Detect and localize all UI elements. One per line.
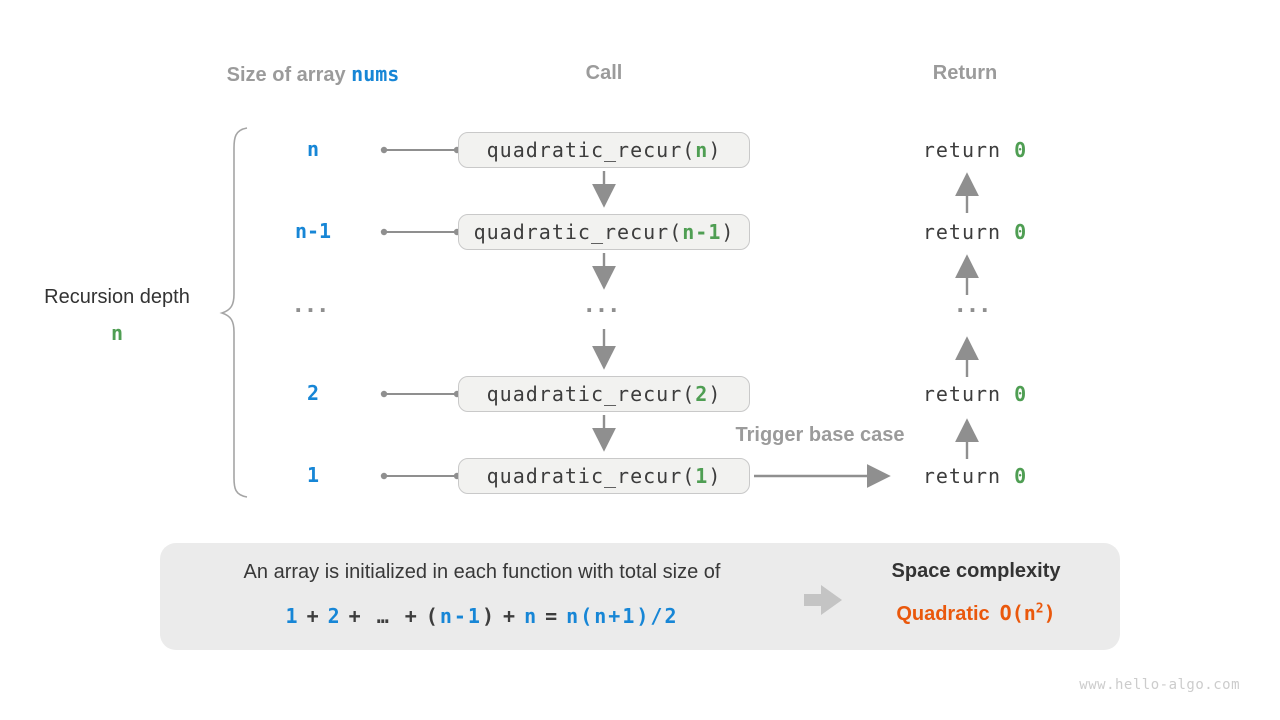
trigger-base-case-label: Trigger base case [735, 424, 905, 446]
column-header-return: Return [932, 62, 998, 84]
formula-term: n-1 [439, 604, 482, 628]
big-o-pre: O(n [999, 601, 1036, 625]
big-o-notation: O(n2) [1000, 601, 1056, 625]
column-header-size: Size of array nums [193, 62, 433, 87]
call-code: quadratic_recur(n-1) [474, 220, 735, 244]
call-close: ) [721, 220, 735, 244]
call-prefix: quadratic_recur( [486, 464, 696, 488]
size-header-text: Size of array [226, 64, 352, 86]
space-complexity-title: Space complexity [891, 560, 1061, 582]
return-keyword: return [922, 220, 1015, 244]
ellipsis-return: ... [956, 288, 994, 318]
complexity-word: Quadratic [896, 603, 990, 625]
return-keyword: return [922, 464, 1015, 488]
formula-equals: = [545, 604, 560, 628]
summary-formula: 1+2+…+(n-1)+n=n(n+1)/2 [162, 604, 802, 629]
formula-operator: + [503, 604, 518, 628]
call-code: quadratic_recur(2) [487, 382, 722, 406]
formula-paren: ( [425, 604, 440, 628]
formula-operator: + [404, 604, 419, 628]
ellipsis-size: ... [294, 288, 332, 318]
call-arg: n [695, 138, 709, 162]
call-close: ) [708, 464, 722, 488]
summary-panel: An array is initialized in each function… [160, 543, 1120, 650]
size-label-2: 2 [306, 381, 320, 405]
space-complexity-value: Quadratic O(n2) [836, 601, 1116, 626]
watermark: www.hello-algo.com [1079, 677, 1240, 693]
recursion-depth-text: Recursion depth [44, 286, 190, 308]
call-close: ) [708, 138, 722, 162]
call-code: quadratic_recur(n) [487, 138, 722, 162]
summary-text: An array is initialized in each function… [243, 561, 721, 583]
recursion-depth-n: n [110, 321, 124, 345]
size-label-1: 1 [306, 463, 320, 487]
return-statement: return 0 [880, 138, 1070, 162]
size-label-n-1: n-1 [294, 219, 332, 243]
size-label-n: n [306, 137, 320, 161]
column-header-call: Call [585, 62, 623, 84]
call-box-1: quadratic_recur(1) [458, 458, 750, 494]
call-prefix: quadratic_recur( [486, 382, 696, 406]
return-value: 0 [1014, 382, 1028, 406]
return-keyword: return [922, 382, 1015, 406]
return-value: 0 [1014, 220, 1028, 244]
formula-operator: + [306, 604, 321, 628]
return-statement: return 0 [880, 220, 1070, 244]
call-arg: n-1 [682, 220, 722, 244]
return-statement: return 0 [880, 464, 1070, 488]
formula-operator: + [348, 604, 363, 628]
return-statement: return 0 [880, 382, 1070, 406]
call-prefix: quadratic_recur( [486, 138, 696, 162]
return-value: 0 [1014, 138, 1028, 162]
nums-code-label: nums [351, 62, 400, 86]
recursion-depth-label: Recursion depth n [12, 279, 222, 351]
ellipsis-call: ... [585, 288, 623, 318]
formula-term: 2 [327, 604, 342, 628]
formula-ellipsis: … [376, 604, 391, 628]
call-box-2: quadratic_recur(2) [458, 376, 750, 412]
return-value: 0 [1014, 464, 1028, 488]
formula-term: n [524, 604, 539, 628]
call-prefix: quadratic_recur( [473, 220, 683, 244]
call-arg: 2 [695, 382, 709, 406]
call-close: ) [708, 382, 722, 406]
big-o-post: ) [1043, 601, 1056, 625]
formula-result: n(n+1)/2 [566, 604, 679, 628]
big-o-exponent: 2 [1035, 601, 1044, 617]
call-box-n: quadratic_recur(n) [458, 132, 750, 168]
formula-paren: ) [481, 604, 497, 628]
call-box-n-1: quadratic_recur(n-1) [458, 214, 750, 250]
right-block-arrow-icon [804, 585, 842, 615]
call-arg: 1 [695, 464, 709, 488]
call-code: quadratic_recur(1) [487, 464, 722, 488]
formula-term: 1 [285, 604, 300, 628]
return-keyword: return [922, 138, 1015, 162]
